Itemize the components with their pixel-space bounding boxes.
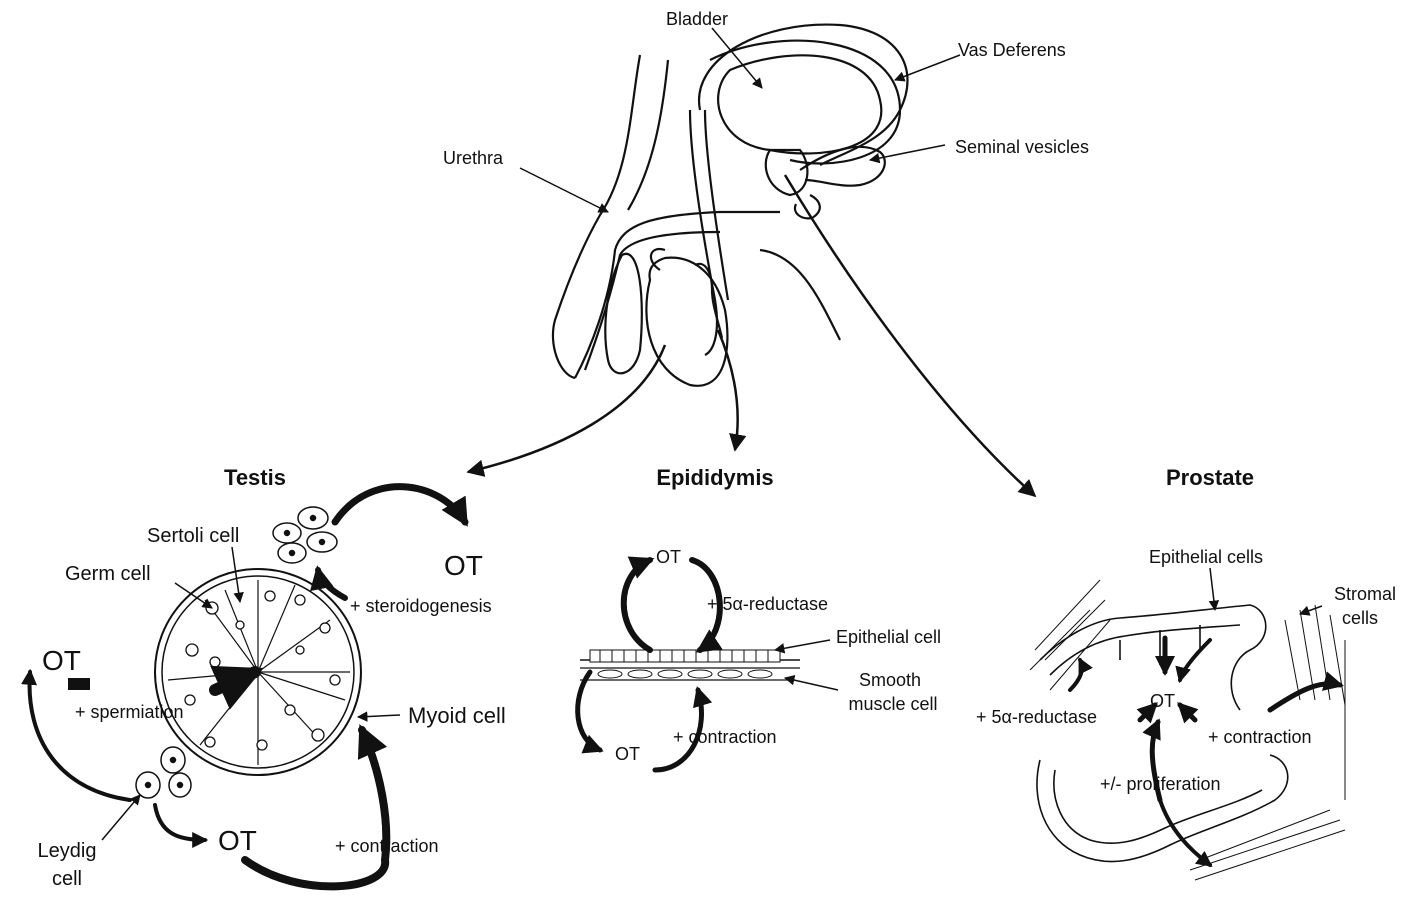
steroidogenic-cells [273, 507, 337, 563]
germ-cell-label: Germ cell [65, 563, 151, 585]
testis-contraction-label: + contraction [335, 836, 439, 856]
myoid-cell-label: Myoid cell [408, 703, 506, 728]
urethra-pointer [520, 168, 608, 212]
smooth-muscle-line1: Smooth [859, 670, 921, 690]
spermiation-block [68, 678, 90, 690]
seminal-vesicles-label: Seminal vesicles [955, 137, 1089, 157]
ot-label-left: OT [42, 645, 81, 676]
testis-title: Testis [224, 465, 286, 490]
prostate-panel: Prostate Ep [976, 465, 1396, 880]
epididymis-epithelial-label: Epithelial cell [836, 627, 941, 647]
epididymis-reductase: + 5α-reductase [707, 594, 828, 614]
epididymis-panel: Epididymis [578, 465, 941, 770]
prostate-title: Prostate [1166, 465, 1254, 490]
stromal-label-line1: Stromal [1334, 584, 1396, 604]
arrow-leydig-to-ot [30, 672, 130, 800]
epididymis-title: Epididymis [656, 465, 773, 490]
vas-deferens-label: Vas Deferens [958, 40, 1066, 60]
arrow-to-prostate [785, 175, 1035, 496]
ot-label-top: OT [444, 550, 483, 581]
steroidogenesis-label: + steroidogenesis [350, 596, 492, 616]
urethra-label: Urethra [443, 148, 504, 168]
ot-label-bottom: OT [218, 825, 257, 856]
prostate-reductase: + 5α-reductase [976, 707, 1097, 727]
sertoli-cell-label: Sertoli cell [147, 525, 239, 547]
epithelial-cells-label: Epithelial cells [1149, 547, 1263, 567]
prostate-contraction: + contraction [1208, 727, 1312, 747]
arrow-cells-to-ot [335, 487, 465, 522]
epididymis-epithelium [580, 650, 800, 680]
epididymis-contraction: + contraction [673, 727, 777, 747]
spermiation-label: + spermiation [75, 702, 184, 722]
stromal-label-line2: cells [1342, 608, 1378, 628]
smooth-muscle-line2: muscle cell [848, 694, 937, 714]
arrow-steroidogenesis [318, 570, 345, 598]
leydig-cells [136, 747, 191, 798]
bladder-label: Bladder [666, 9, 728, 29]
prostate-ot: OT [1150, 691, 1175, 711]
arrow-leydig-to-ot-bottom [155, 805, 205, 840]
epididymis-pointers [775, 640, 838, 690]
prostate-proliferation: +/- proliferation [1100, 774, 1221, 794]
anatomy-illustration [553, 25, 908, 386]
leydig-label-line2: cell [52, 868, 82, 890]
leydig-label-line1: Leydig [38, 840, 97, 862]
epididymis-ot-bottom: OT [615, 744, 640, 764]
arrow-contraction [245, 730, 386, 886]
testis-panel: Testis [30, 465, 506, 890]
epididymis-ot-top: OT [656, 547, 681, 567]
